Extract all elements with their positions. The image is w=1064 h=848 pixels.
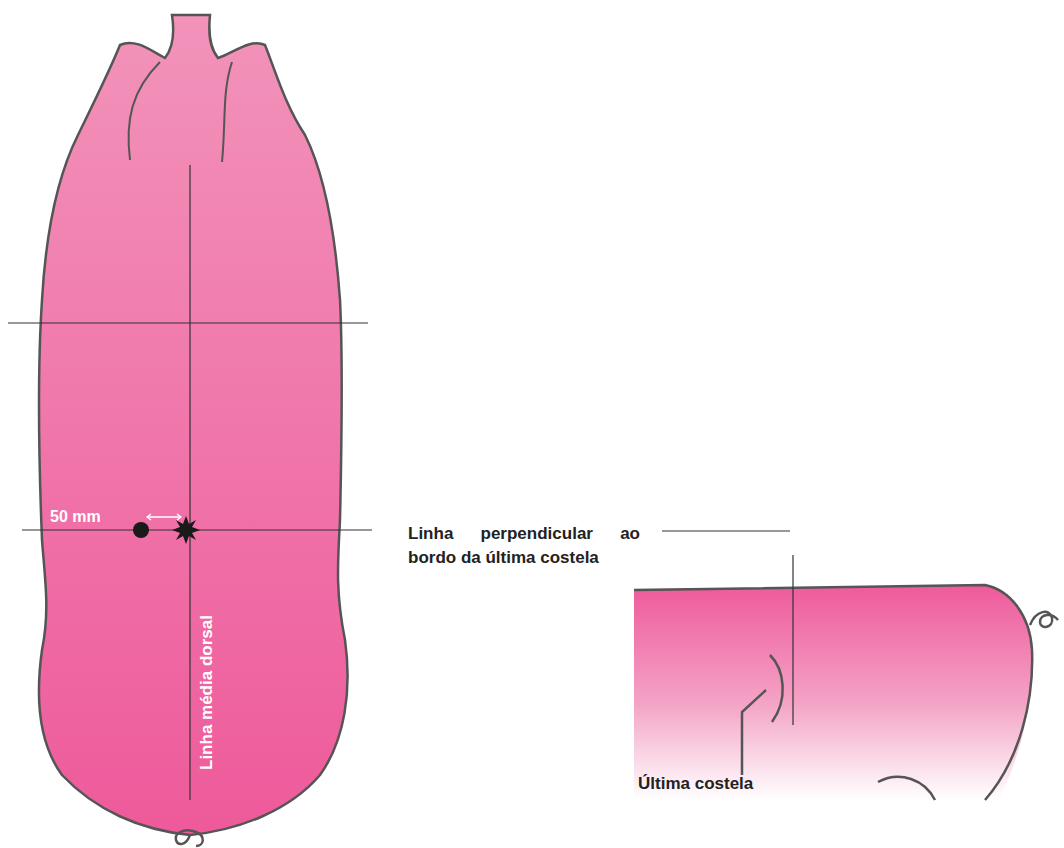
side-body <box>634 585 1032 800</box>
part-label: Última costela <box>638 774 753 794</box>
dimension-arrow <box>147 514 181 520</box>
carcass-outline <box>39 15 348 835</box>
side-outline <box>634 585 1032 800</box>
ear-line <box>129 62 160 160</box>
tail-curl <box>1030 612 1058 627</box>
midline <box>189 165 190 800</box>
perpendicular-line <box>792 555 793 725</box>
measure-dot <box>133 522 149 538</box>
rib-curve <box>742 690 766 775</box>
ear-line <box>222 62 232 162</box>
leg-curve <box>878 777 935 800</box>
rib-curve <box>770 655 783 722</box>
tail-curl <box>176 830 203 846</box>
dimension-label: 50 mm <box>50 508 101 526</box>
axis-label: Linha média dorsal <box>197 615 217 770</box>
leader-line <box>662 530 790 531</box>
callout-label: Linha perpendicular ao bordo da última c… <box>408 522 640 570</box>
measure-star <box>172 516 200 544</box>
cross-line <box>8 322 368 323</box>
